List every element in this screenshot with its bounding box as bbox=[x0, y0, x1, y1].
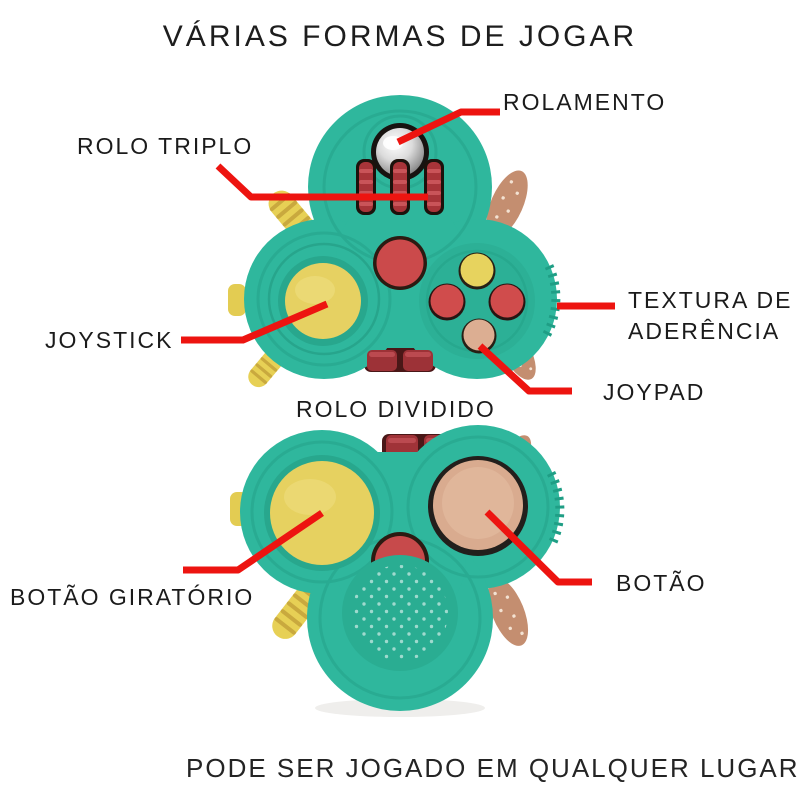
callout-line-botao bbox=[484, 509, 592, 586]
joypad-button-tan bbox=[463, 319, 495, 351]
back-right-lobe-ridge bbox=[406, 435, 550, 579]
callout-label-textura-aderencia: TEXTURA DE ADERÊNCIA bbox=[628, 285, 792, 347]
callout-label-joystick: JOYSTICK bbox=[45, 327, 174, 353]
callout-label-rolo-dividido: ROLO DIVIDIDO bbox=[296, 396, 496, 422]
joystick-cap bbox=[278, 256, 368, 346]
callout-line-rolo-triplo bbox=[215, 163, 428, 201]
callout-line-rolamento bbox=[396, 108, 500, 146]
callout-label-botao-giratorio: BOTÃO GIRATÓRIO bbox=[10, 584, 255, 610]
callout-label-rolamento: ROLAMENTO bbox=[503, 89, 667, 115]
callout-label-botao: BOTÃO bbox=[616, 570, 707, 596]
left-lobe-ridge bbox=[256, 231, 392, 367]
split-roller-front bbox=[367, 350, 433, 371]
side-button-front bbox=[228, 284, 246, 316]
triple-rollers bbox=[356, 159, 444, 215]
callout-lines bbox=[181, 108, 615, 586]
left-lobe-ridge-inner bbox=[267, 242, 381, 356]
textured-dome bbox=[342, 555, 458, 671]
fidget-pad-back-view bbox=[230, 425, 565, 717]
joypad bbox=[419, 243, 535, 359]
callout-label-textura-line1: TEXTURA DE bbox=[628, 287, 793, 313]
callout-label-textura-line2: ADERÊNCIA bbox=[628, 318, 781, 344]
page-title: VÁRIAS FORMAS DE JOGAR bbox=[162, 20, 638, 53]
joypad-button-red-left bbox=[430, 284, 464, 318]
center-red-button-front bbox=[373, 236, 427, 290]
edge-ribs-back-right bbox=[546, 470, 565, 544]
callout-label-rolo-triplo: ROLO TRIPLO bbox=[77, 133, 254, 159]
edge-ribs-front-right bbox=[542, 264, 561, 339]
joypad-button-yellow bbox=[460, 253, 494, 287]
callout-line-botao-giratorio bbox=[183, 510, 324, 574]
footer-slogan: PODE SER JOGADO EM QUALQUER LUGAR bbox=[186, 753, 800, 783]
joypad-button-red-right bbox=[490, 284, 524, 318]
back-left-lobe-ridge bbox=[250, 440, 394, 584]
callout-line-joypad bbox=[477, 343, 572, 395]
fidget-pad-front-view bbox=[228, 95, 561, 392]
callout-label-joypad: JOYPAD bbox=[603, 379, 706, 405]
callout-line-joystick bbox=[181, 300, 329, 344]
